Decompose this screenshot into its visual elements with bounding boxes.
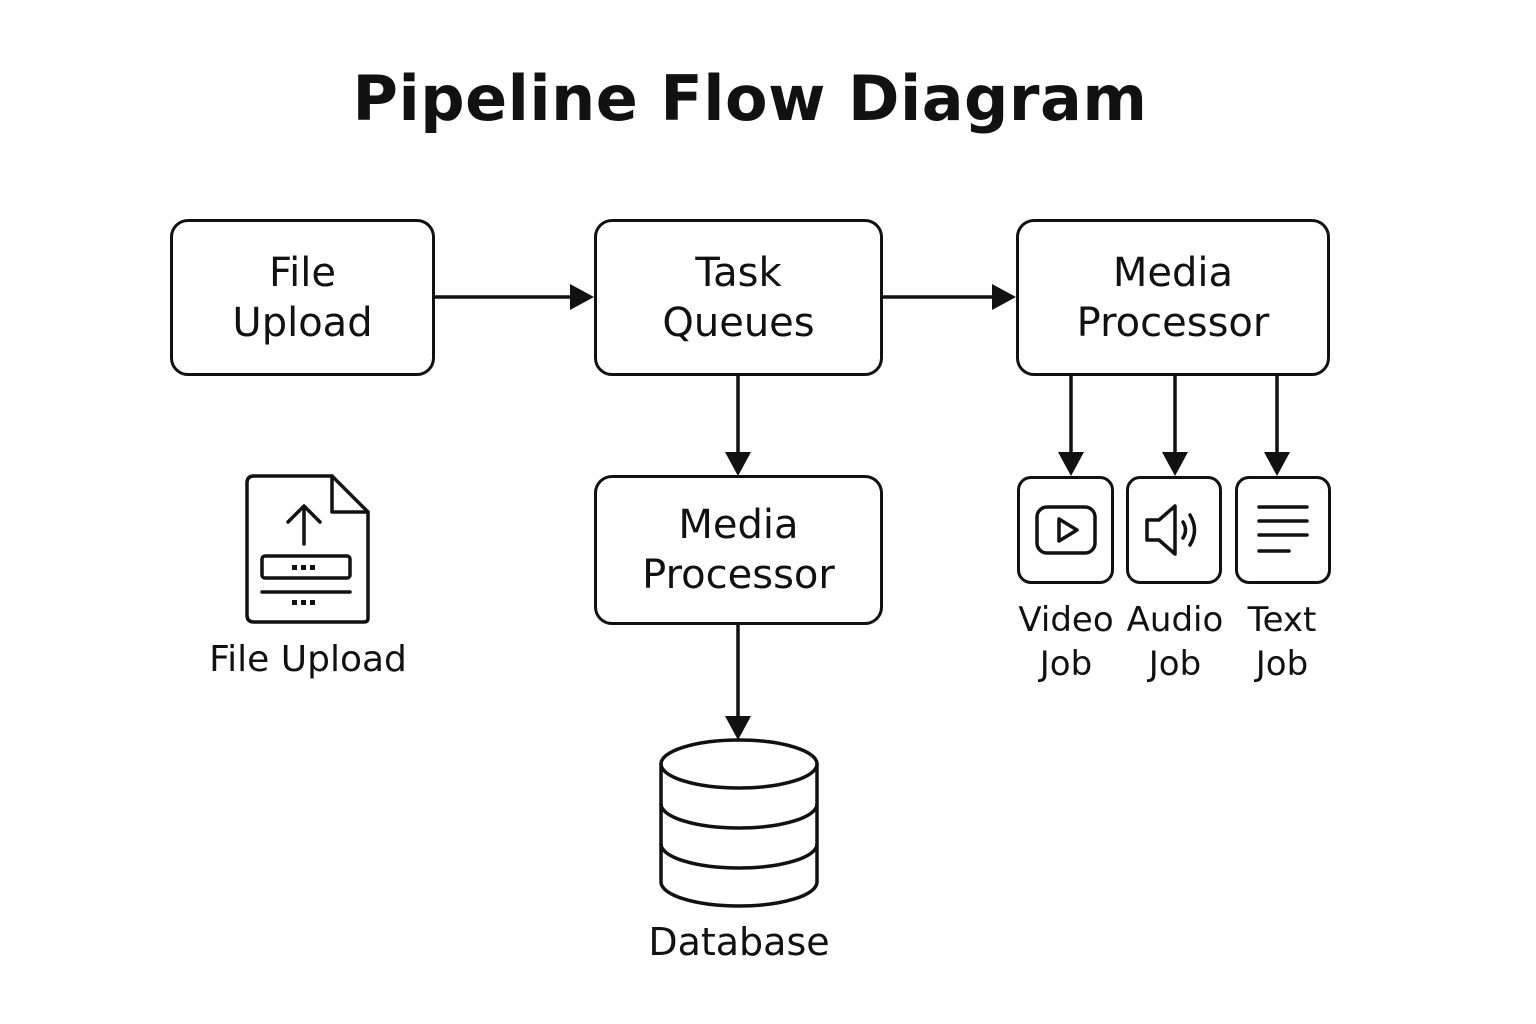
text-icon bbox=[1257, 505, 1309, 553]
node-label-line2: Queues bbox=[662, 299, 815, 346]
text-job-caption: Text Job bbox=[1228, 598, 1336, 686]
node-task-queues[interactable]: Task Queues bbox=[594, 219, 883, 376]
audio-job-box[interactable] bbox=[1126, 476, 1222, 584]
caption-line1: Video bbox=[1018, 600, 1114, 640]
audio-job-caption: Audio Job bbox=[1120, 598, 1230, 686]
diagram-title: Pipeline Flow Diagram bbox=[352, 62, 1148, 135]
text-job-box[interactable] bbox=[1235, 476, 1331, 584]
file-upload-caption: File Upload bbox=[209, 639, 407, 680]
caption-line1: Audio bbox=[1126, 600, 1224, 640]
audio-icon bbox=[1145, 504, 1197, 556]
node-label-line1: Task bbox=[695, 249, 782, 296]
node-label-line2: Processor bbox=[642, 552, 835, 598]
node-label-line2: Upload bbox=[232, 299, 373, 346]
file-upload-icon bbox=[245, 474, 370, 624]
node-media-processor-top[interactable]: Media Processor bbox=[1016, 219, 1330, 376]
database-caption: Database bbox=[648, 920, 830, 964]
node-media-processor-mid[interactable]: Media Processor bbox=[594, 475, 883, 625]
video-icon bbox=[1034, 505, 1097, 555]
node-label-line1: Media bbox=[678, 502, 799, 548]
node-file-upload[interactable]: File Upload bbox=[170, 219, 435, 376]
caption-line1: Text bbox=[1247, 600, 1317, 640]
caption-line2: Job bbox=[1148, 644, 1202, 684]
node-label-line1: File bbox=[269, 249, 336, 296]
caption-line2: Job bbox=[1255, 644, 1309, 684]
database-icon[interactable] bbox=[656, 736, 822, 912]
video-job-caption: Video Job bbox=[1010, 598, 1122, 686]
node-label-line1: Media bbox=[1112, 249, 1234, 296]
node-label-line2: Processor bbox=[1076, 299, 1270, 346]
video-job-box[interactable] bbox=[1017, 476, 1114, 584]
caption-line2: Job bbox=[1039, 644, 1093, 684]
